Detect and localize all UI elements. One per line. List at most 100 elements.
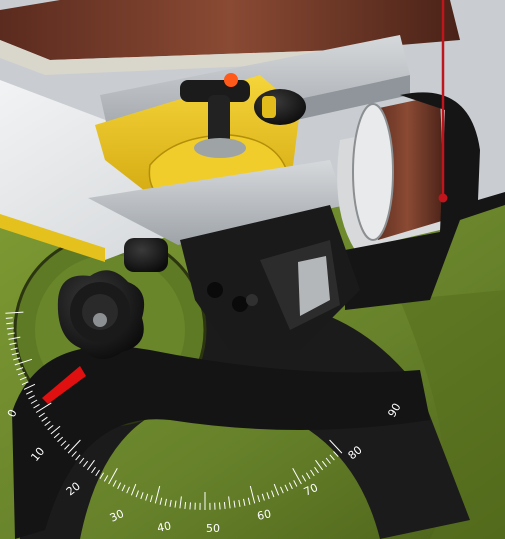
scale-tick	[273, 483, 280, 496]
scale-tick	[257, 495, 261, 503]
scale-tick	[10, 347, 18, 351]
scale-tick	[47, 425, 54, 431]
scale-tick	[154, 485, 161, 504]
scale-label-90: 90	[385, 401, 403, 420]
scale-tick	[83, 460, 89, 468]
scale-tick	[7, 332, 15, 335]
scale-tick	[99, 472, 105, 479]
scale-tick	[189, 502, 191, 510]
scale-tick	[315, 459, 324, 471]
scale-tick	[57, 436, 64, 443]
scale-tick	[301, 475, 307, 482]
scale-tick	[41, 416, 48, 422]
scale-tick	[8, 336, 21, 340]
scale-label-0: 0	[5, 407, 20, 419]
scale-tick	[159, 497, 163, 505]
scale-tick	[321, 460, 327, 468]
scale-tick	[121, 484, 126, 492]
scale-tick	[314, 466, 319, 474]
scale-tick	[9, 342, 17, 345]
scale-tick	[261, 493, 265, 501]
guide-adjust-knob[interactable]	[254, 89, 306, 125]
scale-label-60: 60	[256, 507, 272, 523]
callout-dot	[438, 193, 448, 203]
scale-tick	[5, 311, 24, 314]
scale-tick	[16, 367, 24, 371]
angle-pointer	[42, 366, 86, 404]
scale-tick	[130, 483, 137, 496]
scale-tick	[67, 439, 81, 454]
scale-tick	[14, 358, 33, 366]
scale-tick	[243, 498, 246, 506]
scale-tick	[5, 317, 13, 319]
scale-tick	[223, 501, 226, 509]
scale-tick	[219, 502, 221, 510]
scale-ticks	[5, 311, 343, 510]
scale-tick	[17, 371, 25, 376]
scale-tick	[103, 475, 109, 482]
scale-tick	[238, 499, 241, 507]
scale-tick	[329, 454, 335, 461]
scale-tick	[86, 459, 95, 471]
table-lock-knob[interactable]	[124, 238, 168, 272]
scale-tick	[6, 322, 14, 325]
scale-tick	[184, 501, 187, 509]
housing-shadow	[400, 290, 505, 539]
belt-frame	[0, 40, 345, 75]
scale-labels: 0 10 20 30 40 50 60 70 80 90	[5, 401, 404, 535]
scale-tick	[13, 357, 21, 361]
scale-label-50: 50	[206, 522, 220, 535]
scale-tick	[117, 482, 122, 490]
scale-tick	[33, 403, 40, 409]
scale-tick	[28, 395, 35, 400]
scale-tick	[149, 495, 153, 503]
lock-button-orange[interactable]	[224, 73, 238, 87]
scale-label-30: 30	[108, 507, 126, 525]
scale-tick	[280, 486, 284, 494]
scale-tick	[333, 451, 339, 457]
scale-tick	[271, 490, 275, 498]
tilt-bracket	[180, 205, 360, 350]
scale-tick	[174, 500, 177, 508]
scale-tick	[21, 381, 29, 386]
scale-tick	[53, 432, 60, 439]
scale-tick	[44, 420, 51, 427]
scale-tick	[25, 390, 33, 395]
base-plate	[88, 160, 345, 245]
scale-tick	[288, 482, 293, 490]
belt-drum	[337, 95, 448, 250]
scale-tick	[126, 486, 130, 494]
scale-tick	[108, 468, 118, 485]
scale-tick	[6, 327, 14, 330]
scale-tick	[247, 497, 251, 505]
scale-tick	[23, 383, 36, 390]
scale-tick	[305, 472, 311, 479]
scale-tick	[228, 496, 231, 509]
scale-tick	[30, 399, 38, 404]
scale-tick	[266, 492, 270, 500]
scale-tick	[38, 412, 45, 418]
scale-tick	[135, 490, 139, 498]
scale-tick	[284, 484, 289, 492]
tilt-lock-knob[interactable]	[57, 270, 145, 360]
scale-tick	[95, 469, 100, 477]
angle-scale-band	[12, 346, 430, 539]
scale-tick	[292, 468, 302, 485]
belt-guard	[345, 92, 505, 311]
scale-tick	[293, 480, 298, 487]
scale-tick	[249, 485, 256, 504]
scale-tick	[164, 498, 167, 506]
scale-tick	[64, 444, 70, 450]
scale-tick	[35, 402, 52, 413]
scale-tick	[325, 457, 331, 464]
scale-tick	[140, 492, 144, 500]
scale-label-40: 40	[156, 519, 172, 535]
scale-tick	[91, 466, 96, 474]
scale-tick	[112, 480, 117, 487]
scale-tick	[169, 499, 172, 507]
scale-tick	[50, 425, 61, 435]
scale-tick	[310, 469, 315, 477]
sanding-belt-top	[0, 0, 460, 60]
scale-tick	[19, 376, 27, 381]
